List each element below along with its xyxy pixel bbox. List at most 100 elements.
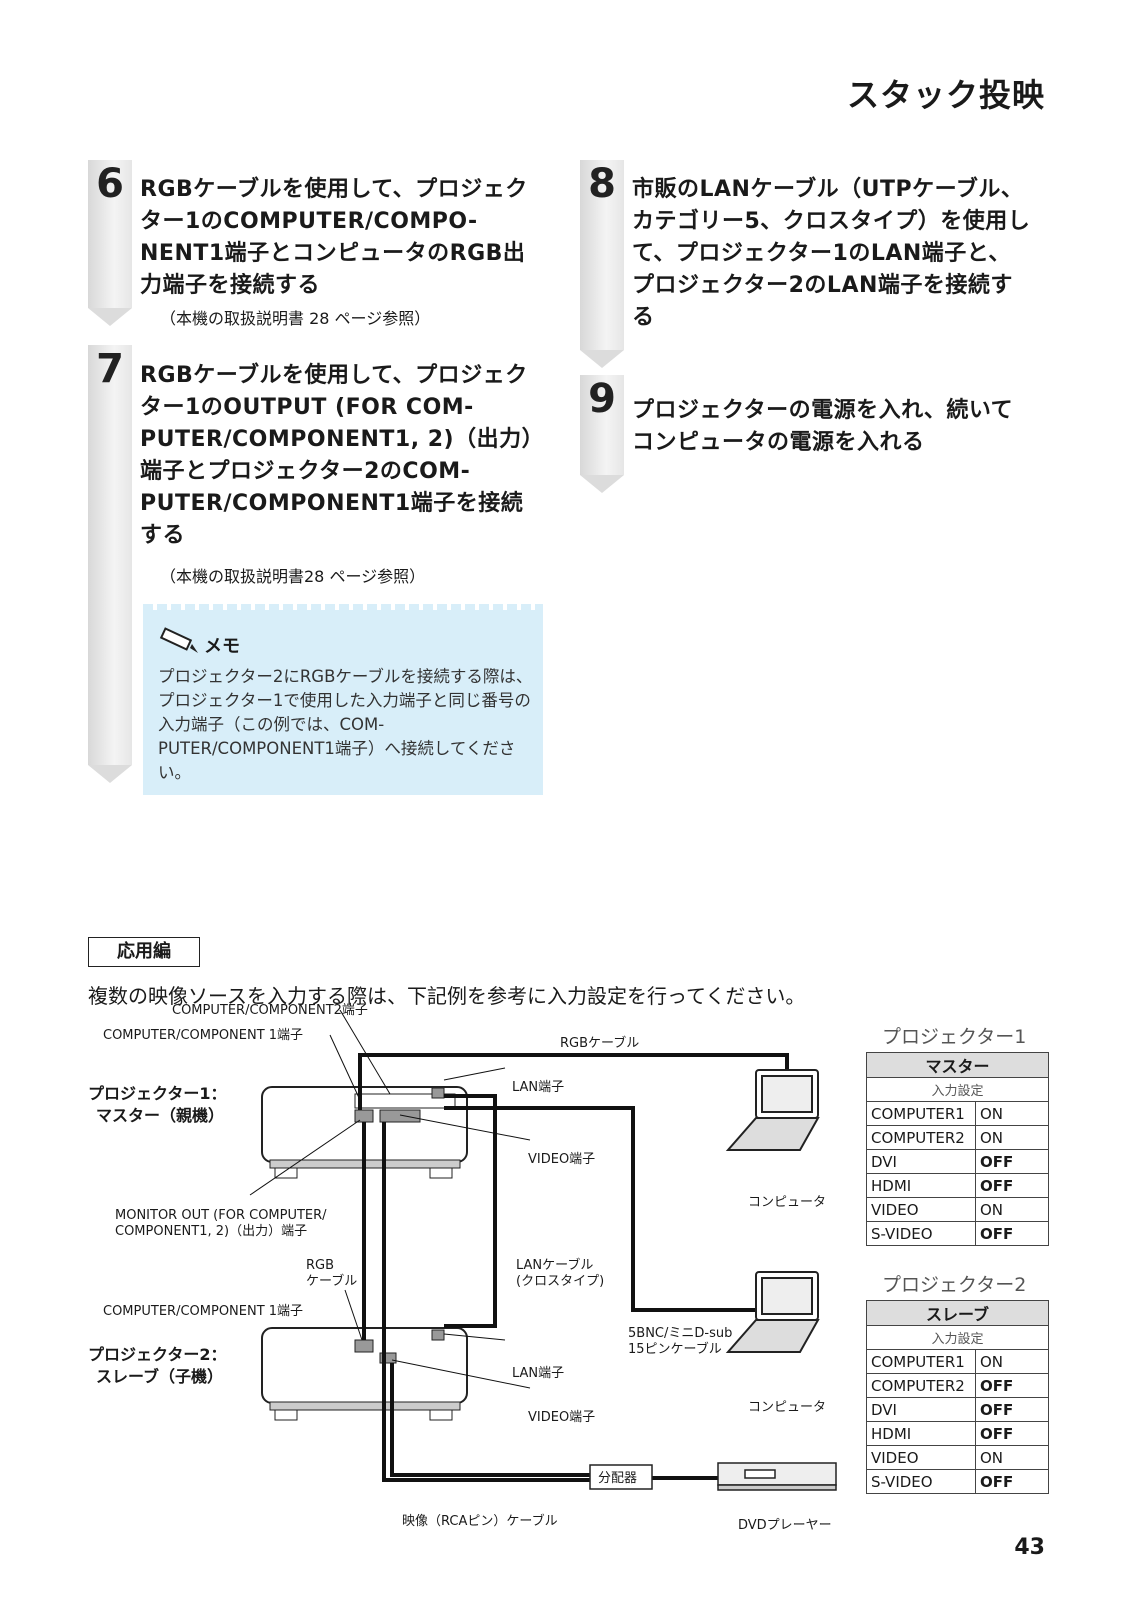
label-dvd: DVDプレーヤー [738,1518,832,1533]
label-proj2-line1: プロジェクター2： [88,1345,227,1364]
setting-value: ON [975,1445,1049,1470]
label-monitor-line1: MONITOR OUT (FOR COMPUTER/ [115,1208,327,1223]
setting-key: S-VIDEO [866,1469,976,1494]
label-proj2-line2: スレーブ（子機） [96,1367,224,1386]
label-video-bottom: VIDEO端子 [528,1410,596,1425]
step-6-text: RGBケーブルを使用して、プロジェクター1のCOMPUTER/COMPO-NEN… [140,177,528,298]
projector-2-drawing [261,1327,468,1421]
setting-value: ON [975,1349,1049,1374]
setting-key: DVI [866,1149,976,1174]
setting-key: HDMI [866,1421,976,1446]
label-lan-cable-line2: (クロスタイプ) [516,1274,605,1289]
label-lan-cable-line1: LANケーブル [516,1258,594,1273]
connection-diagram [249,1010,837,1491]
pencil-icon [158,626,202,660]
laptop-2-icon [725,1271,820,1353]
step-6-ref: （本機の取扱説明書 28 ページ参照） [160,309,431,328]
label-proj1-line2: マスター（親機） [96,1106,225,1125]
table-header: マスター [866,1052,1049,1078]
step-arrow [580,350,624,368]
label-video-top: VIDEO端子 [528,1152,596,1167]
label-rgb-line2: ケーブル [306,1274,358,1289]
table-subheader: 入力設定 [866,1325,1049,1350]
setting-value: OFF [975,1421,1049,1446]
setting-key: VIDEO [866,1197,976,1222]
setting-value: ON [975,1101,1049,1126]
step-number: 6 [96,161,124,207]
memo-box [143,610,543,795]
step-arrow [88,308,132,326]
setting-key: S-VIDEO [866,1221,976,1246]
step-7-ref: （本機の取扱説明書28 ページ参照） [160,567,426,586]
setting-key: COMPUTER1 [866,1101,976,1126]
label-lan-bottom: LAN端子 [512,1366,565,1381]
setting-value: ON [975,1125,1049,1150]
label-rgb-line1: RGB [306,1258,335,1273]
setting-key: COMPUTER2 [866,1125,976,1150]
label-splitter: 分配器 [598,1471,638,1486]
table-2-title: プロジェクター2 [882,1274,1027,1296]
label-rca: 映像（RCAピン）ケーブル [402,1514,558,1529]
step-number: 9 [588,376,616,422]
label-rgb-cable: RGBケーブル [560,1036,640,1051]
label-cc1-top: COMPUTER/COMPONENT 1端子 [103,1028,304,1043]
table-subheader: 入力設定 [866,1077,1049,1102]
setting-key: COMPUTER1 [866,1349,976,1374]
page-number: 43 [1014,1535,1045,1560]
step-8-text: 市販のLANケーブル（UTPケーブル、カテゴリー5、クロスタイプ）を使用して、プ… [632,177,1031,330]
setting-key: VIDEO [866,1445,976,1470]
step-number: 7 [96,346,124,392]
step-9-tab: 9 [580,375,624,475]
setting-value: ON [975,1197,1049,1222]
memo-body: プロジェクター2にRGBケーブルを接続する際は、プロジェクター1で使用した入力端… [158,667,533,782]
step-arrow [580,475,624,493]
leader-lines [249,1010,531,1389]
application-intro: 複数の映像ソースを入力する際は、下記例を参考に入力設定を行ってください。 [88,984,806,1008]
setting-value: OFF [975,1149,1049,1174]
label-cc1-bottom: COMPUTER/COMPONENT 1端子 [103,1304,304,1319]
step-arrow [88,765,132,783]
step-9-text: プロジェクターの電源を入れ、続いてコンピュータの電源を入れる [632,398,1014,455]
label-lan-top: LAN端子 [512,1080,565,1095]
memo-edge [143,604,543,614]
setting-key: DVI [866,1397,976,1422]
step-7-tab: 7 [88,345,132,765]
table-header: スレーブ [866,1300,1049,1326]
setting-value: OFF [975,1221,1049,1246]
setting-key: HDMI [866,1173,976,1198]
step-number: 8 [588,161,616,207]
label-monitor-line2: COMPONENT1, 2)（出力）端子 [115,1224,308,1239]
setting-key: COMPUTER2 [866,1373,976,1398]
memo-title: メモ [204,636,240,657]
setting-value: OFF [975,1173,1049,1198]
label-bnc-line1: 5BNC/ミニD-sub [628,1326,733,1341]
label-proj1-line1: プロジェクター1： [88,1084,227,1103]
splitter-box [589,1464,653,1490]
setting-value: OFF [975,1397,1049,1422]
table-1-title: プロジェクター1 [882,1026,1027,1048]
step-7-text: RGBケーブルを使用して、プロジェクター1のOUTPUT (FOR COM-PU… [140,363,534,548]
setting-value: OFF [975,1469,1049,1494]
step-8-tab: 8 [580,160,624,350]
setting-value: OFF [975,1373,1049,1398]
label-bnc-line2: 15ピンケーブル [628,1342,722,1357]
dvd-player-icon [717,1462,837,1491]
label-computer1: コンピュータ [748,1195,827,1210]
application-badge: 応用編 [88,937,200,967]
label-computer2: コンピュータ [748,1400,827,1415]
label-cc2: COMPUTER/COMPONENT2端子 [172,1003,368,1018]
